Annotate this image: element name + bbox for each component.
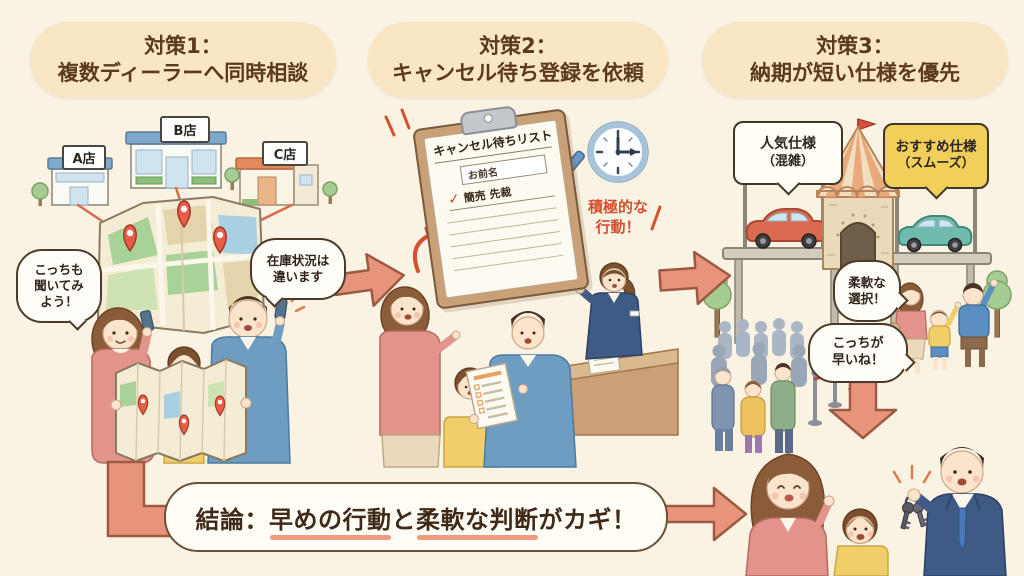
- sign-recommended-spec: おすすめ仕様 （スムーズ）: [883, 123, 989, 189]
- bubble-line: こっちが: [832, 336, 884, 352]
- header-strategy-1: 対策1： 複数ディーラーへ同時相談: [30, 22, 336, 98]
- header-1-line2: 複数ディーラーへ同時相談: [57, 61, 309, 85]
- header-strategy-3: 対策3： 納期が短い仕様を優先: [702, 22, 1008, 98]
- bubble-line: 選択！: [848, 291, 886, 306]
- waitlist-entry-text: 簡売 先裁: [463, 185, 513, 205]
- mother-figure: [379, 286, 461, 468]
- conclusion-key2: 柔軟な判断: [416, 500, 539, 540]
- queue-person-gray: [711, 367, 735, 451]
- sparkle-icon: [892, 464, 932, 484]
- child-figure: [833, 508, 889, 576]
- checklist-paper: [465, 362, 519, 430]
- queue-person-yellow: [740, 380, 766, 453]
- family-walking: [887, 279, 998, 374]
- bubble-line: こっちも: [34, 261, 84, 277]
- crowd-queue: [711, 318, 882, 453]
- bubble-line: 柔軟な: [848, 274, 886, 290]
- speech-bubble-this-is-faster: こっちが 早いね！: [808, 323, 916, 383]
- store-sign-c-label: C店: [273, 148, 297, 163]
- clipboard-paper: キャンセル待ちリスト お前名 ✓ 簡売 先裁: [423, 119, 579, 299]
- note-line: 積極的な: [587, 198, 648, 216]
- reception-counter: [559, 348, 679, 436]
- speech-bubble-ask-others: こっちも 聞いてみ よう！: [16, 249, 102, 331]
- tree-icon: [31, 167, 338, 206]
- arrow-right-icon: [658, 250, 732, 306]
- panel1-scene: [31, 131, 338, 464]
- bubble-line: 在庫状況は: [266, 252, 330, 268]
- proactive-action-note: 積極的な 行動！: [578, 198, 658, 237]
- conclusion-connector: と: [391, 505, 416, 534]
- conclusion-suffix: がカギ！: [538, 505, 637, 534]
- header-3-line2: 納期が短い仕様を優先: [750, 61, 960, 85]
- checkmark-icon: ✓: [447, 190, 462, 209]
- mother-figure: [745, 453, 835, 576]
- conclusion-key1: 早めの行動: [269, 500, 392, 540]
- clock-icon: [587, 121, 649, 183]
- speech-bubble-stock-differs: 在庫状況は 違います: [250, 238, 346, 308]
- sign-line: （混雑）: [761, 153, 814, 169]
- bubble-line: 早いね！: [831, 353, 884, 368]
- dealer-man-figure: [907, 447, 1007, 576]
- clipboard: キャンセル待ちリスト お前名 ✓ 簡売 先裁: [412, 105, 590, 310]
- speech-bubble-flexible-choice: 柔軟な 選択！: [833, 260, 909, 322]
- store-sign-b-label: B店: [173, 124, 197, 139]
- father-figure: [465, 311, 577, 468]
- panel3-scene: [702, 118, 1012, 453]
- sign-line: おすすめ仕様: [895, 138, 977, 155]
- store-sign-b: B店: [160, 116, 210, 143]
- bubble-line: よう！: [40, 294, 78, 310]
- note-line: 行動！: [595, 217, 641, 236]
- sign-line: 人気仕様: [760, 136, 816, 153]
- bubble-line: 聞いてみ: [34, 277, 84, 293]
- dealer-staff-figure: [575, 262, 643, 360]
- hand-held-map: [110, 358, 252, 462]
- queue-person-green: [770, 363, 796, 453]
- red-car-icon: [745, 208, 829, 249]
- conclusion-banner: 結論：早めの行動と柔軟な判断がカギ！: [164, 482, 668, 552]
- teal-car-icon: [897, 215, 973, 253]
- store-sign-c: C店: [262, 141, 308, 166]
- conclusion-arrow-right-icon: [660, 486, 748, 542]
- arrow-down-icon: [828, 380, 898, 440]
- sign-popular-spec: 人気仕様 （混雑）: [733, 121, 843, 185]
- ruled-line: [454, 254, 564, 272]
- header-1-line1: 対策1：: [144, 33, 222, 58]
- conclusion-prefix: 結論：: [195, 505, 269, 534]
- emphasis-slash-icon: [384, 108, 411, 137]
- store-sign-a: A店: [62, 145, 106, 170]
- sign-line: （スムーズ）: [897, 156, 975, 172]
- map-pin-icon: [123, 200, 227, 255]
- key-handover-scene: [745, 447, 1007, 576]
- bubble-line: 違います: [272, 269, 323, 284]
- header-3-line1: 対策3：: [816, 33, 894, 58]
- header-2-line2: キャンセル待ち登録を依頼: [392, 61, 644, 85]
- header-strategy-2: 対策2： キャンセル待ち登録を依頼: [368, 22, 668, 98]
- header-2-line1: 対策2：: [479, 33, 557, 58]
- arrow-right-icon: [331, 253, 405, 307]
- store-sign-a-label: A店: [72, 152, 96, 167]
